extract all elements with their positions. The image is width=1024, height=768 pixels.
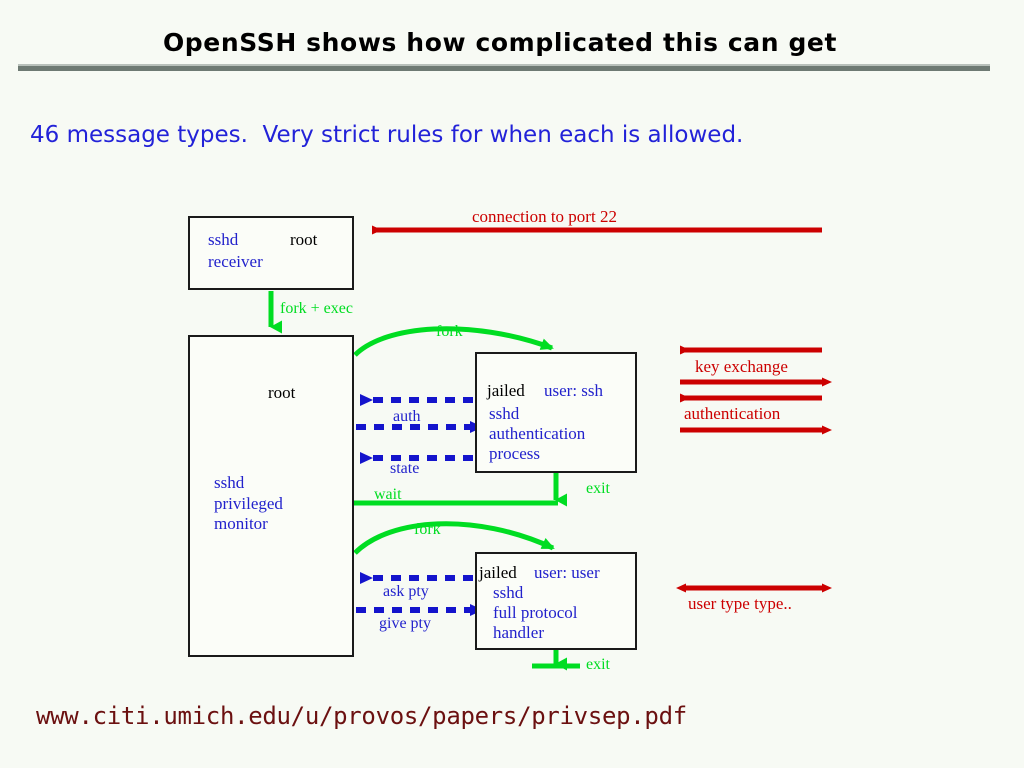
label-exit-auth: exit (586, 480, 610, 497)
box-protocol-handler-line-full-protocol: full protocol (493, 603, 578, 622)
box-protocol-handler-line-user: user: user (534, 563, 600, 582)
box-privileged-monitor[interactable] (188, 335, 354, 657)
label-fork-exec: fork + exec (280, 300, 353, 317)
box-protocol-handler-line-sshd: sshd (493, 583, 524, 602)
source-url: www.citi.umich.edu/u/provos/papers/privs… (36, 702, 687, 730)
box-protocol-handler[interactable] (475, 552, 637, 650)
label-key-exchange: key exchange (695, 357, 788, 376)
label-connection-to-port: connection to port 22 (472, 207, 617, 226)
label-authentication: authentication (684, 404, 781, 423)
box-auth-process[interactable] (475, 352, 637, 473)
page-title: OpenSSH shows how complicated this can g… (162, 28, 838, 57)
edge-fork-auth-arc (353, 326, 554, 357)
box-privileged-monitor-line-sshd: sshd (214, 473, 245, 492)
box-sshd-receiver-line-root: root (290, 230, 318, 249)
edge-fork-handler-arc (353, 521, 555, 555)
label-ask-pty: ask pty (383, 583, 429, 600)
label-fork-auth: fork (436, 323, 463, 340)
label-state: state (390, 460, 420, 477)
label-wait: wait (374, 486, 402, 503)
box-sshd-receiver[interactable] (188, 216, 354, 290)
label-user-type: user type type.. (688, 594, 792, 613)
box-auth-process-line-process: process (489, 444, 540, 463)
edge-exit-handler (532, 650, 580, 671)
label-fork-handler: fork (414, 521, 441, 538)
box-privileged-monitor-line-monitor: monitor (214, 514, 268, 533)
box-auth-process-line-user: user: ssh (544, 381, 604, 400)
title-divider (18, 64, 990, 71)
subtitle-text: 46 message types. Very strict rules for … (30, 122, 744, 148)
label-auth: auth (393, 408, 421, 425)
box-privileged-monitor-line-root: root (268, 383, 296, 402)
label-exit-handler: exit (586, 656, 610, 673)
box-privileged-monitor-line-privileged: privileged (214, 494, 283, 513)
box-protocol-handler-line-handler: handler (493, 623, 544, 642)
box-auth-process-line-jailed: jailed (487, 381, 525, 400)
label-give-pty: give pty (379, 615, 431, 632)
box-auth-process-line-sshd: sshd (489, 404, 520, 423)
box-sshd-receiver-line-receiver: receiver (208, 252, 263, 271)
box-auth-process-line-authentication: authentication (489, 424, 586, 443)
box-protocol-handler-line-jailed: jailed (479, 563, 517, 582)
box-sshd-receiver-line-sshd: sshd (208, 230, 239, 249)
